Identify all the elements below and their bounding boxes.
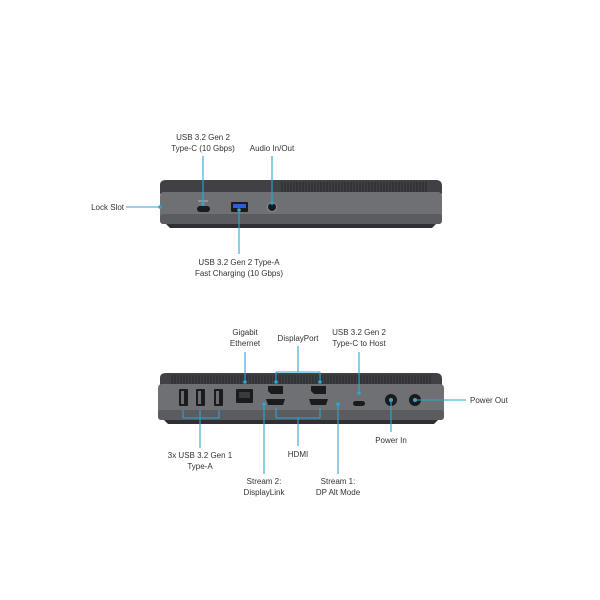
leader-rear-dp-dot	[318, 380, 322, 384]
front-face-shade	[160, 214, 442, 224]
rear-hdmi-port	[266, 399, 285, 405]
rear-bottom-edge	[164, 420, 438, 424]
label-rear-usb-gen1-line2: Type-A	[187, 462, 213, 471]
rear-usba-tongue	[198, 391, 201, 404]
rear-usba-tongue	[181, 391, 184, 404]
front-vents	[281, 182, 427, 192]
rear-usbc-host-port	[353, 401, 365, 406]
label-rear-ethernet-line1: Gigabit	[232, 328, 258, 337]
label-front-lock: Lock Slot	[66, 202, 124, 213]
rear-ethernet-inner	[239, 392, 250, 398]
label-rear-displayport: DisplayPort	[268, 333, 328, 344]
label-rear-stream1-line1: Stream 1:	[320, 477, 356, 486]
label-rear-stream2: Stream 2: DisplayLink	[229, 476, 299, 498]
leader-rear-power-out-dot	[413, 398, 417, 402]
label-rear-power-out: Power Out	[470, 395, 530, 406]
front-bottom-edge	[166, 224, 436, 228]
rear-usba-tongue	[216, 391, 219, 404]
leader-rear-usbc-host-dot	[357, 391, 361, 395]
front-usba-tongue	[233, 204, 246, 208]
label-front-lock-line1: Lock Slot	[91, 203, 124, 212]
front-top-shell	[160, 180, 442, 194]
leader-front-usba-dot	[237, 208, 241, 212]
label-rear-usb-gen1-line1: 3x USB 3.2 Gen 1	[167, 451, 233, 460]
leader-front-lock-dot	[158, 205, 162, 209]
rear-face-shade	[158, 410, 444, 420]
front-leaders	[126, 156, 274, 254]
label-front-usba-line1: USB 3.2 Gen 2 Type-A	[198, 258, 280, 267]
label-front-usbc-line2: Type-C (10 Gbps)	[171, 144, 235, 153]
label-rear-hdmi-line1: HDMI	[287, 450, 309, 459]
front-usbc-port	[197, 206, 210, 212]
label-rear-ethernet-line2: Ethernet	[229, 339, 261, 348]
label-front-usbc-line1: USB 3.2 Gen 2	[176, 133, 230, 142]
rear-hdmi-port	[309, 399, 328, 405]
leader-rear-power-in-dot	[389, 398, 393, 402]
label-front-usba-line2: Fast Charging (10 Gbps)	[194, 269, 284, 278]
label-rear-hdmi: HDMI	[278, 449, 318, 460]
rear-vents	[171, 375, 431, 384]
label-rear-ethernet: Gigabit Ethernet	[215, 327, 275, 349]
label-rear-usb-gen1: 3x USB 3.2 Gen 1 Type-A	[155, 450, 245, 472]
label-rear-usbc-host-line1: USB 3.2 Gen 2	[332, 328, 386, 337]
leader-rear-dp-dot	[274, 380, 278, 384]
leader-rear-stream2-dot	[262, 402, 266, 406]
label-front-audio-line1: Audio In/Out	[249, 144, 295, 153]
rear-view-dock	[158, 373, 444, 424]
label-front-audio: Audio In/Out	[232, 143, 312, 154]
label-rear-usbc-host: USB 3.2 Gen 2 Type-C to Host	[314, 327, 404, 349]
rear-displayport-port	[268, 386, 283, 394]
label-rear-usbc-host-line2: Type-C to Host	[332, 339, 386, 348]
leader-front-usbc-dot	[201, 202, 205, 206]
label-rear-stream2-line1: Stream 2:	[246, 477, 282, 486]
leader-front-audio-dot	[270, 201, 274, 205]
label-rear-stream2-line2: DisplayLink	[243, 488, 285, 497]
label-rear-displayport-line1: DisplayPort	[277, 334, 319, 343]
label-front-usbc: USB 3.2 Gen 2 Type-C (10 Gbps)	[153, 132, 253, 154]
rear-leaders	[182, 346, 466, 474]
front-audio-jack	[267, 202, 277, 212]
leader-rear-ethernet-dot	[243, 380, 247, 384]
label-rear-stream1-line2: DP Alt Mode	[315, 488, 361, 497]
label-rear-stream1: Stream 1: DP Alt Mode	[301, 476, 375, 498]
label-front-usba: USB 3.2 Gen 2 Type-A Fast Charging (10 G…	[179, 257, 299, 279]
rear-usba-ports	[179, 389, 223, 406]
rear-displayport-port	[311, 386, 326, 394]
label-rear-power-in: Power In	[361, 435, 421, 446]
front-view-dock: SS⇄10	[160, 180, 442, 228]
leader-rear-stream1-dot	[336, 402, 340, 406]
label-rear-power-in-line1: Power In	[375, 436, 407, 445]
label-rear-power-out-line1: Power Out	[470, 396, 508, 405]
